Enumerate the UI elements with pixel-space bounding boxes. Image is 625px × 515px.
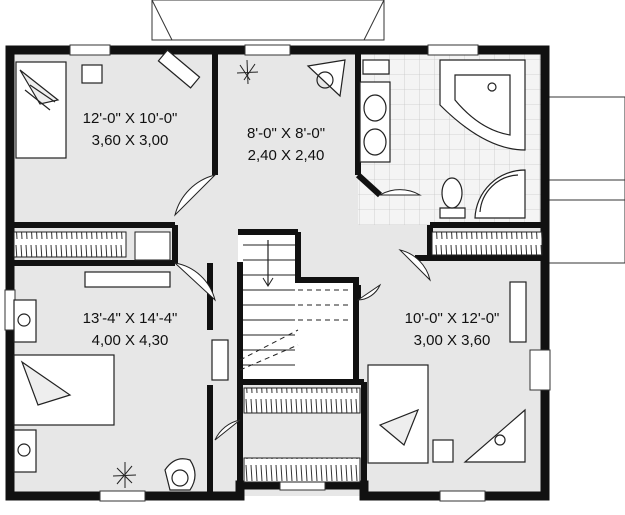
hall-dims-metric: 2,40 X 2,40 [248,147,325,164]
stairs [239,240,350,371]
closets [13,231,543,483]
bedroom-3-dims-metric: 3,00 X 3,60 [414,332,491,349]
bedroom-3-dims-imperial: 10'-0" X 12'-0" [405,310,500,327]
doors [173,174,431,441]
furniture [13,49,527,491]
roof-outline-top [151,0,385,41]
room-labels: 12'-0" X 10'-0" 3,60 X 3,00 8'-0" X 8'-0… [83,110,500,349]
ceiling-lights [112,59,259,488]
hall-dims-imperial: 8'-0" X 8'-0" [247,125,325,142]
bathroom-fixtures [359,59,526,219]
windows [4,44,551,502]
master-bedroom-dims-metric: 4,00 X 4,30 [92,332,169,349]
deck-outline-right [544,96,625,264]
bedroom-2-dims-metric: 3,60 X 3,00 [92,132,169,149]
interior-walls [10,50,545,496]
bedroom-2-dims-imperial: 12'-0" X 10'-0" [83,110,178,127]
master-bedroom-dims-imperial: 13'-4" X 14'-4" [83,310,178,327]
